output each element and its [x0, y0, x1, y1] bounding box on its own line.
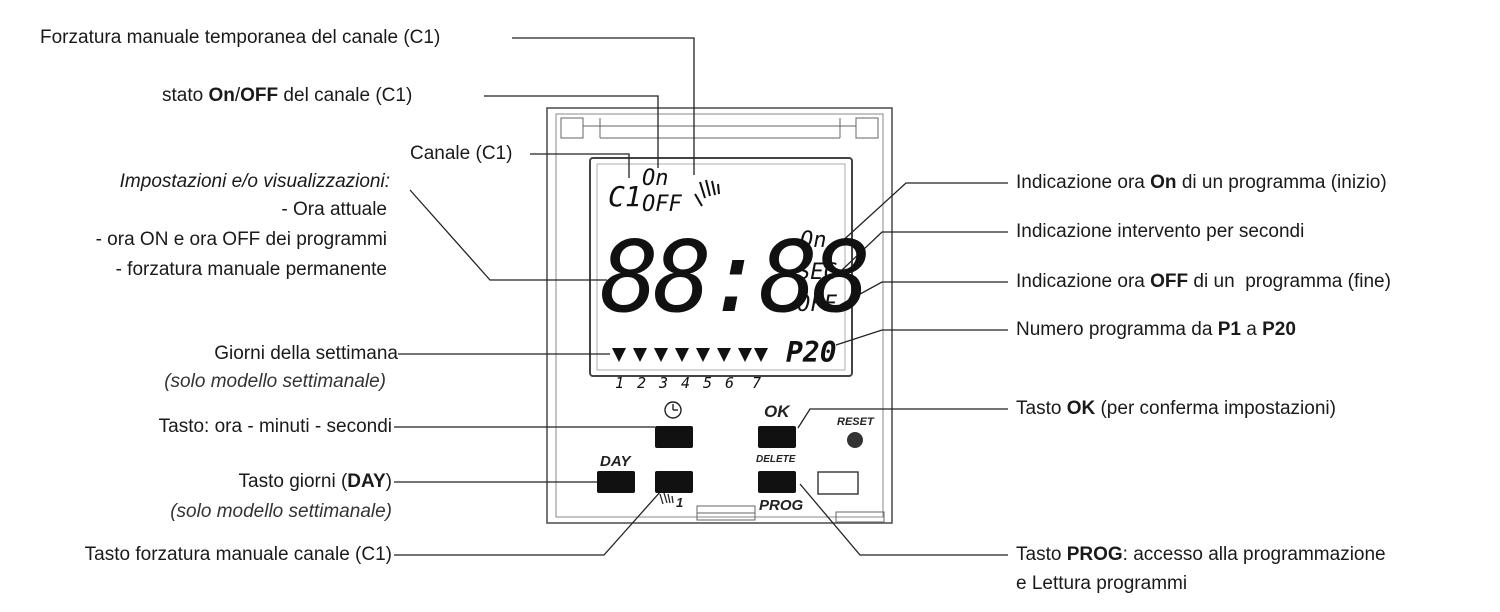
leader-lines [394, 37, 1008, 556]
label-tasto-forzatura: Tasto forzatura manuale canale (C1) [84, 544, 392, 565]
label-tasto-ora: Tasto: ora - minuti - secondi [158, 416, 392, 437]
hand-icon [694, 179, 720, 207]
lcd-ind-off: OFF [797, 292, 837, 317]
label-forzatura-temporanea: Forzatura manuale temporanea del canale … [40, 27, 441, 48]
label-giorni-sub: (solo modello settimanale) [164, 371, 386, 392]
day-number: 6 [725, 374, 735, 392]
label-ora-off: Indicazione ora OFF di un programma (fin… [1016, 270, 1391, 294]
label-canale: Canale (C1) [410, 143, 513, 164]
label-tasto-prog: Tasto PROG: accesso alla programmazione [1016, 543, 1386, 567]
tasto-prog-pre: Tasto [1016, 544, 1067, 565]
reset-caption: RESET [837, 416, 874, 428]
label-imp-line2: - ora ON e ora OFF dei programmi [95, 229, 387, 250]
numero-p20: P20 [1262, 319, 1296, 340]
tasto-ok-b: OK [1066, 398, 1096, 419]
day-number: 5 [703, 374, 713, 392]
prog-button[interactable] [758, 471, 796, 493]
label-ora-on: Indicazione ora On di un programma (iniz… [1016, 171, 1387, 195]
hand-icon-small [659, 492, 674, 505]
label-imp-line1: - Ora attuale [281, 199, 387, 220]
label-tasto-ok: Tasto OK (per conferma impostazioni) [1016, 397, 1336, 421]
numero-mid: a [1240, 319, 1263, 340]
ok-button[interactable] [758, 426, 796, 448]
day-number: 7 [752, 374, 762, 392]
tasto-giorni-post: ) [385, 471, 392, 492]
label-giorni: Giorni della settimana [214, 343, 398, 364]
label-numero-programma: Numero programma da P1 a P20 [1016, 318, 1296, 342]
tasto-ok-post: (per conferma impostazioni) [1095, 398, 1336, 419]
tasto-giorni-pre: Tasto giorni ( [238, 471, 348, 492]
day-number: 1 [615, 374, 625, 392]
stato-pre: stato [162, 85, 209, 106]
tasto-prog-post: : accesso alla programmazione [1122, 544, 1386, 565]
label-secondi: Indicazione intervento per secondi [1016, 221, 1305, 242]
day-number: 4 [681, 374, 691, 392]
ora-off-pre: Indicazione ora [1016, 271, 1151, 292]
label-impostazioni-title: Impostazioni e/o visualizzazioni: [119, 171, 390, 192]
day-arrows [612, 348, 768, 362]
tasto-giorni-day: DAY [347, 471, 386, 492]
ora-on-pre: Indicazione ora [1016, 172, 1151, 193]
lcd-time: 88:88 [600, 221, 871, 335]
day-button[interactable] [597, 471, 635, 493]
day-caption: DAY [600, 453, 631, 470]
manual-button[interactable] [655, 471, 693, 493]
prog-caption: PROG [759, 497, 804, 514]
ora-on-b: On [1150, 172, 1177, 193]
ora-off-b: OFF [1150, 271, 1189, 292]
clock-button[interactable] [655, 426, 693, 448]
lcd-program: P20 [786, 336, 837, 369]
label-tasto-giorni: Tasto giorni (DAY) [239, 470, 392, 494]
stato-sep: / [234, 85, 241, 106]
lcd-ind-sec: SEC [797, 260, 837, 285]
stato-post: del canale (C1) [278, 85, 413, 106]
lcd-ind-on: On [800, 228, 827, 253]
stato-on: On [208, 85, 235, 106]
ok-caption: OK [764, 402, 790, 421]
delete-caption: DELETE [756, 454, 796, 465]
manual-caption: 1 [676, 495, 684, 510]
day-number: 3 [659, 374, 669, 392]
label-imp-line3: - forzatura manuale permanente [115, 259, 387, 280]
label-tasto-giorni-sub: (solo modello settimanale) [170, 501, 392, 522]
ora-on-post: di un programma (inizio) [1176, 172, 1387, 193]
numero-pre: Numero programma da [1016, 319, 1218, 340]
tasto-ok-pre: Tasto [1016, 398, 1067, 419]
lcd-channel: C1 [608, 180, 642, 213]
lcd-on: On [642, 166, 669, 191]
numero-p1: P1 [1217, 319, 1241, 340]
label-stato-on-off: stato On/OFF del canale (C1) [162, 84, 412, 108]
lcd-off: OFF [642, 192, 682, 217]
ora-off-post: di un programma (fine) [1188, 271, 1391, 292]
label-tasto-prog-line2: e Lettura programmi [1016, 573, 1188, 594]
day-number: 2 [637, 374, 647, 392]
stato-off: OFF [240, 85, 279, 106]
tasto-prog-b: PROG [1066, 544, 1123, 565]
